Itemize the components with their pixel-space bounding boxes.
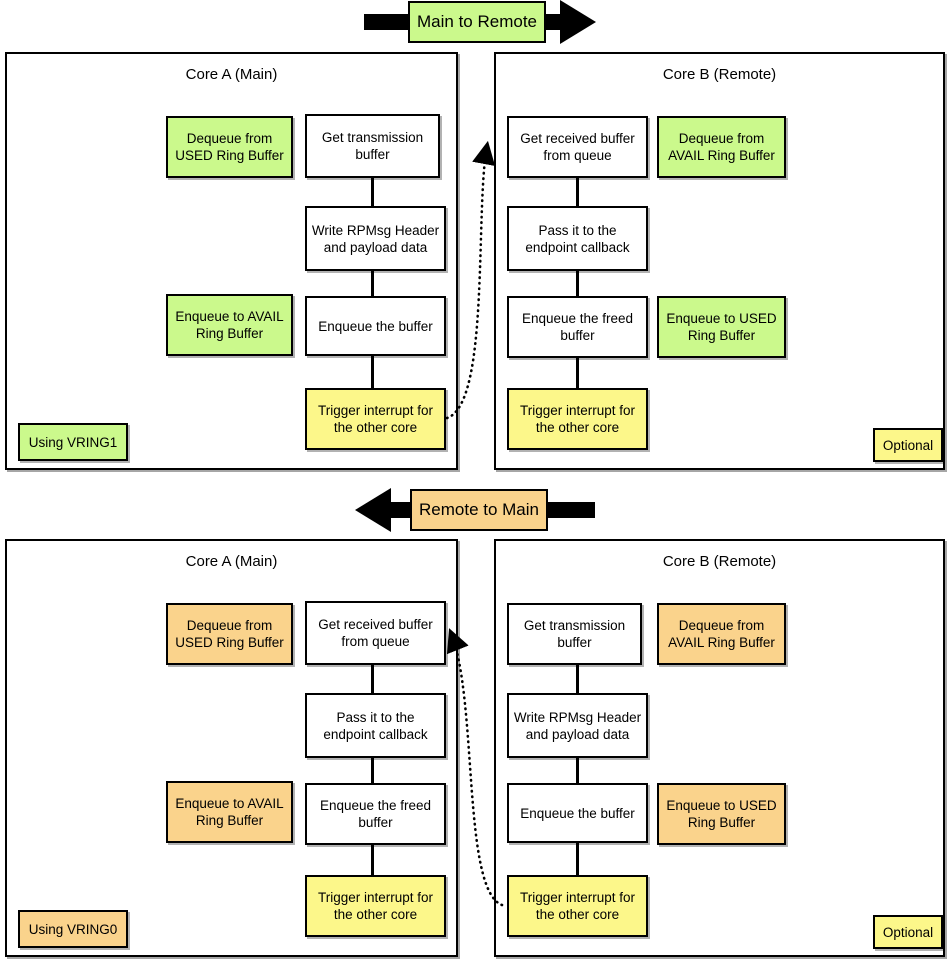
flow-box-trigger-interrupt: Trigger interrupt for the other core xyxy=(305,875,446,937)
flow-box-label: Write RPMsg Header and payload data xyxy=(311,222,440,255)
flow-box-label: Trigger interrupt for the other core xyxy=(317,890,434,922)
flow-box-label: Trigger interrupt for the other core xyxy=(317,403,434,435)
side-box-enqueue-used-ring-buffer: Enqueue to USED Ring Buffer xyxy=(657,783,786,845)
side-box-dequeue-used-ring-buffer: Dequeue from USED Ring Buffer xyxy=(166,116,293,178)
flow-box-label: Enqueue the buffer xyxy=(520,805,635,821)
flow-box-trigger-interrupt: Trigger interrupt for the other core xyxy=(507,875,648,937)
flow-box-get-transmission-buffer: Get transmission buffer xyxy=(507,603,642,665)
side-box-enqueue-avail-ring-buffer: Enqueue to AVAIL Ring Buffer xyxy=(166,294,293,356)
flow-box-label: Pass it to the endpoint callback xyxy=(323,709,428,742)
side-box-label: Dequeue from USED Ring Buffer xyxy=(175,131,284,163)
side-box-enqueue-used-ring-buffer: Enqueue to USED Ring Buffer xyxy=(657,296,786,358)
panel-bottom-left-core-a-main: Core A (Main) Dequeue from USED Ring Buf… xyxy=(5,539,458,957)
legend-label: Optional xyxy=(882,924,934,940)
panel-bottom-right-core-b-remote: Core B (Remote) Get transmission buffer … xyxy=(494,539,945,957)
arrow-head-left-icon xyxy=(355,488,391,532)
banner-label-main-to-remote: Main to Remote xyxy=(408,1,546,43)
flow-box-write-rpmsg-header: Write RPMsg Header and payload data xyxy=(507,693,648,758)
panel-top-left-core-a-main: Core A (Main) Dequeue from USED Ring Buf… xyxy=(5,52,458,470)
banner-label-remote-to-main: Remote to Main xyxy=(410,489,548,531)
side-box-dequeue-avail-ring-buffer: Dequeue from AVAIL Ring Buffer xyxy=(657,603,786,665)
flow-box-get-received-buffer: Get received buffer from queue xyxy=(305,601,446,665)
panel-title: Core B (Remote) xyxy=(662,66,777,83)
flow-box-trigger-interrupt: Trigger interrupt for the other core xyxy=(507,388,648,450)
legend-label: Using VRING1 xyxy=(28,434,118,450)
panel-title: Core B (Remote) xyxy=(662,553,777,570)
legend-label: Optional xyxy=(882,437,934,453)
flow-box-label: Enqueue the freed buffer xyxy=(521,311,634,343)
flow-box-trigger-interrupt: Trigger interrupt for the other core xyxy=(305,388,446,450)
flow-box-pass-to-endpoint-callback: Pass it to the endpoint callback xyxy=(305,693,446,758)
side-box-enqueue-avail-ring-buffer: Enqueue to AVAIL Ring Buffer xyxy=(166,781,293,843)
flow-box-label: Get transmission buffer xyxy=(321,130,424,162)
side-box-label: Enqueue to USED Ring Buffer xyxy=(666,798,777,830)
legend-using-vring0: Using VRING0 xyxy=(18,910,128,948)
side-box-label: Dequeue from USED Ring Buffer xyxy=(175,618,284,650)
flow-box-label: Write RPMsg Header and payload data xyxy=(513,709,642,742)
flow-box-enqueue-the-buffer: Enqueue the buffer xyxy=(507,783,648,843)
flow-box-label: Pass it to the endpoint callback xyxy=(525,222,630,255)
banner-main-to-remote: Main to Remote xyxy=(364,0,596,44)
side-box-label: Enqueue to USED Ring Buffer xyxy=(666,311,777,343)
legend-optional: Optional xyxy=(873,915,943,949)
flow-box-enqueue-freed-buffer: Enqueue the freed buffer xyxy=(305,783,446,845)
panel-title: Core A (Main) xyxy=(185,66,278,83)
legend-label: Using VRING0 xyxy=(28,921,118,937)
side-box-label: Enqueue to AVAIL Ring Buffer xyxy=(175,796,284,828)
flow-box-label: Get transmission buffer xyxy=(523,618,626,650)
flow-box-get-transmission-buffer: Get transmission buffer xyxy=(305,114,440,178)
panel-top-right-core-b-remote: Core B (Remote) Get received buffer from… xyxy=(494,52,945,470)
legend-optional: Optional xyxy=(873,428,943,462)
side-box-label: Enqueue to AVAIL Ring Buffer xyxy=(175,309,284,341)
flow-box-label: Get received buffer from queue xyxy=(318,617,433,649)
flow-box-label: Trigger interrupt for the other core xyxy=(519,403,636,435)
flow-box-get-received-buffer: Get received buffer from queue xyxy=(507,116,648,178)
side-box-dequeue-avail-ring-buffer: Dequeue from AVAIL Ring Buffer xyxy=(657,116,786,178)
flow-box-pass-to-endpoint-callback: Pass it to the endpoint callback xyxy=(507,206,648,271)
flow-box-enqueue-freed-buffer: Enqueue the freed buffer xyxy=(507,296,648,358)
panel-title: Core A (Main) xyxy=(185,553,278,570)
side-box-label: Dequeue from AVAIL Ring Buffer xyxy=(668,618,775,650)
flow-box-enqueue-the-buffer: Enqueue the buffer xyxy=(305,296,446,356)
legend-using-vring1: Using VRING1 xyxy=(18,423,128,461)
side-box-label: Dequeue from AVAIL Ring Buffer xyxy=(668,131,775,163)
flow-box-label: Get received buffer from queue xyxy=(520,131,635,163)
banner-remote-to-main: Remote to Main xyxy=(355,488,595,532)
arrow-head-right-icon xyxy=(560,0,596,44)
flow-box-write-rpmsg-header: Write RPMsg Header and payload data xyxy=(305,206,446,271)
side-box-dequeue-used-ring-buffer: Dequeue from USED Ring Buffer xyxy=(166,603,293,665)
flow-box-label: Trigger interrupt for the other core xyxy=(519,890,636,922)
flow-box-label: Enqueue the freed buffer xyxy=(319,798,432,830)
flow-box-label: Enqueue the buffer xyxy=(318,318,433,334)
